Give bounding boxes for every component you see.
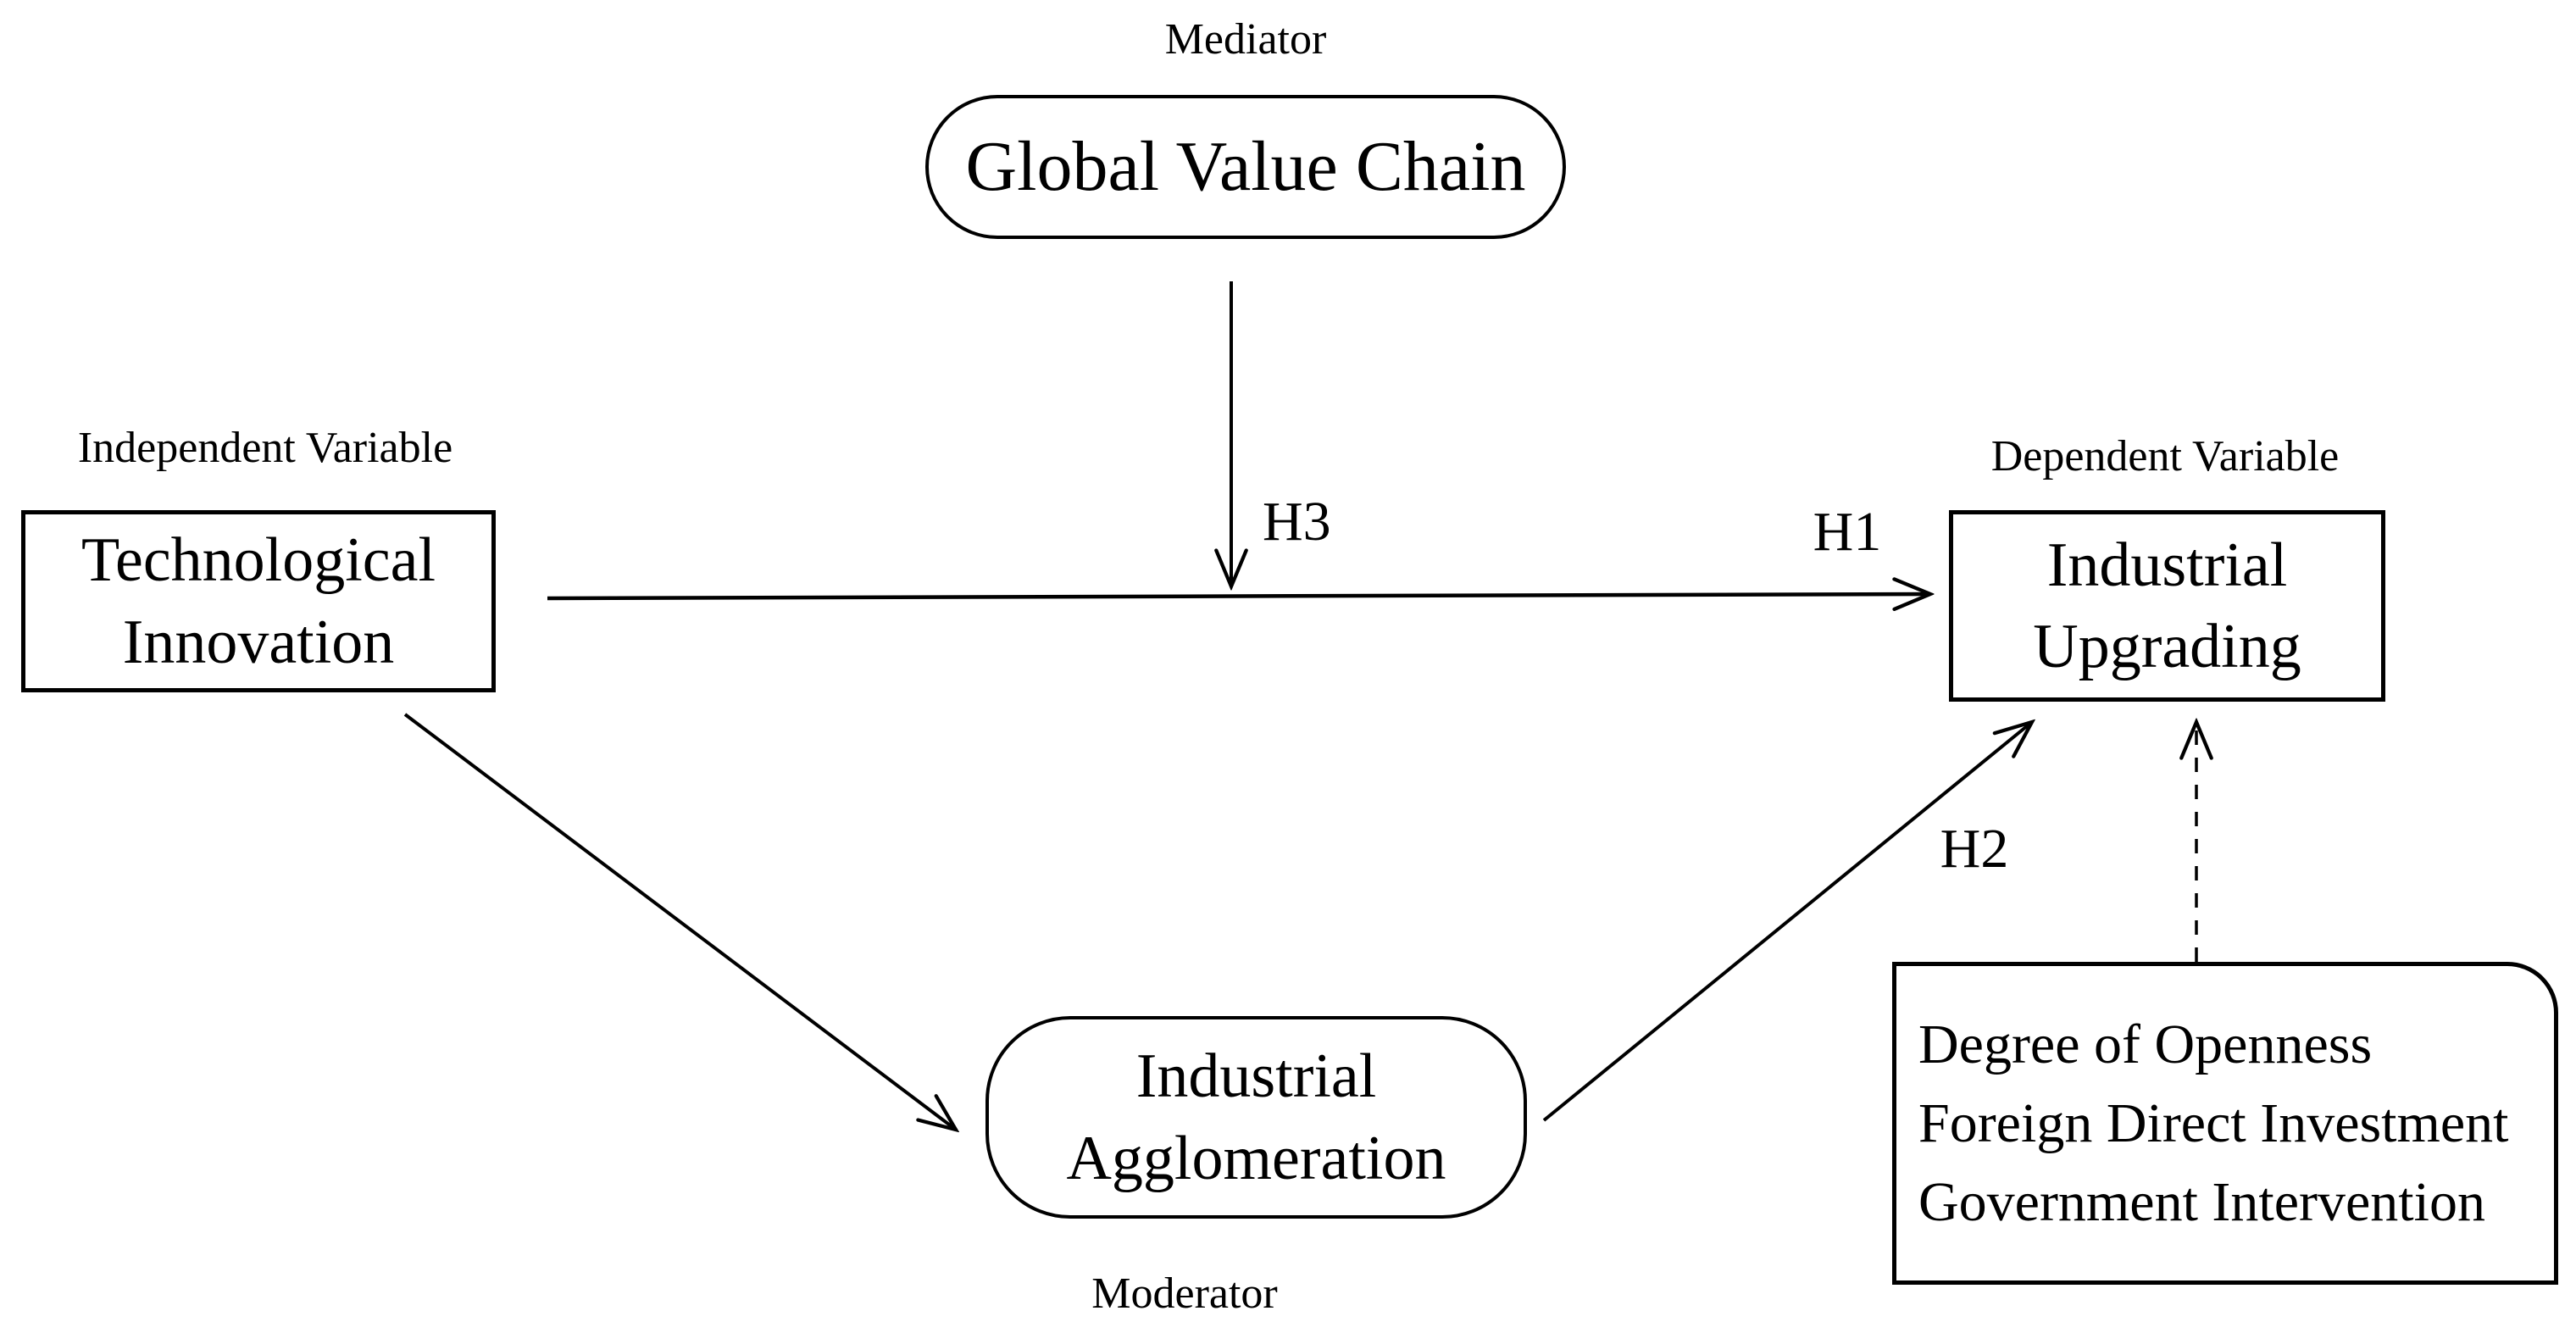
h2-label: H2: [1940, 818, 2009, 880]
control-variables-node: Degree of Openness Foreign Direct Invest…: [1892, 962, 2558, 1285]
mediator-label: Mediator: [1164, 15, 1327, 64]
industrial-upgrading-node: Industrial Upgrading: [1949, 510, 2385, 702]
industrial-agglomeration-node: Industrial Agglomeration: [985, 1016, 1527, 1219]
moderator-label: Moderator: [1091, 1269, 1278, 1318]
h3-label: H3: [1263, 491, 1331, 553]
innovation-to-agglomeration-arrow: [403, 713, 956, 1130]
independent-variable-label: Independent Variable: [77, 424, 453, 472]
dependent-variable-label: Dependent Variable: [1990, 432, 2340, 480]
control-variable-government-intervention: Government Intervention: [1918, 1171, 2485, 1233]
control-variable-degree-of-openness: Degree of Openness: [1918, 1014, 2373, 1075]
h2-moderation-arrow: [1542, 722, 2032, 1122]
technological-innovation-node: Technological Innovation: [21, 510, 496, 692]
h1-label: H1: [1813, 501, 1882, 563]
h1-direct-arrow: [547, 594, 1930, 598]
control-variable-foreign-direct-investment: Foreign Direct Investment: [1918, 1092, 2509, 1154]
global-value-chain-node: Global Value Chain: [925, 95, 1566, 239]
